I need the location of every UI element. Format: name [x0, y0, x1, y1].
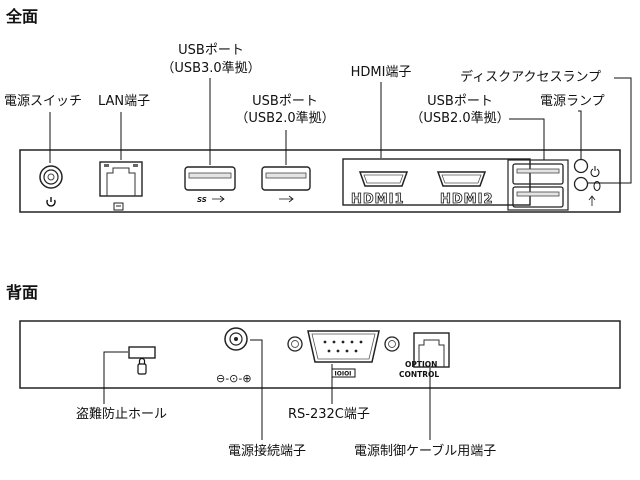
label-rs232c: RS-232C端子	[288, 407, 370, 422]
label-usb20b-line1: USBポート	[427, 94, 493, 109]
label-usb30-line2: （USB3.0準拠）	[161, 61, 261, 76]
ioioi-marking: IOIOI	[335, 371, 352, 378]
power-lamp-icon	[573, 158, 589, 174]
back-section-title: 背面	[6, 283, 39, 302]
hdmi1-port-icon	[358, 171, 409, 187]
hdmi2-marking: HDMI2	[440, 192, 494, 207]
option-label: OPTION	[405, 360, 437, 369]
label-power-switch: 電源スイッチ	[4, 94, 83, 109]
hdmi2-port-icon	[436, 171, 487, 187]
front-section-title: 全面	[6, 7, 39, 26]
label-power-control-cable: 電源制御ケーブル用端子	[354, 444, 497, 459]
usb20-port-a-icon	[261, 166, 311, 203]
label-disk-access-lamp: ディスクアクセスランプ	[460, 70, 602, 85]
polarity-mark: ⊖-⊙-⊕	[216, 372, 252, 385]
lan-port-icon	[99, 161, 143, 211]
label-usb20b-line2: （USB2.0準拠）	[410, 111, 510, 126]
hdmi-block: HDMI1 HDMI2	[342, 158, 531, 207]
label-hdmi-port: HDMI端子	[350, 65, 412, 80]
option-control-port-icon	[413, 332, 450, 368]
label-power-lamp: 電源ランプ	[540, 94, 605, 109]
usb30-port-icon: SS	[184, 166, 236, 204]
usb20-port-b-icon	[507, 159, 596, 211]
power-connector-icon: ⊖-⊙-⊕	[216, 327, 252, 385]
screw-icons	[287, 336, 400, 352]
ss-mark: SS	[197, 196, 207, 204]
label-usb20a-line1: USBポート	[252, 94, 318, 109]
label-lan-port: LAN端子	[98, 94, 151, 109]
label-power-connector: 電源接続端子	[228, 444, 307, 459]
rs232c-port-icon: IOIOI	[307, 330, 380, 378]
label-usb30-line1: USBポート	[178, 43, 244, 58]
back-leader-lines	[103, 339, 431, 440]
hdmi1-marking: HDMI1	[351, 192, 405, 207]
disk-access-lamp-icon	[573, 176, 589, 192]
label-usb20a-line2: （USB2.0準拠）	[235, 111, 335, 126]
security-slot-icon	[128, 346, 156, 375]
lamps	[573, 158, 601, 192]
label-security-slot: 盗難防止ホール	[76, 407, 168, 422]
control-label: CONTROL	[399, 370, 439, 379]
power-switch-icon	[39, 165, 63, 207]
front-leader-lines	[49, 77, 632, 184]
